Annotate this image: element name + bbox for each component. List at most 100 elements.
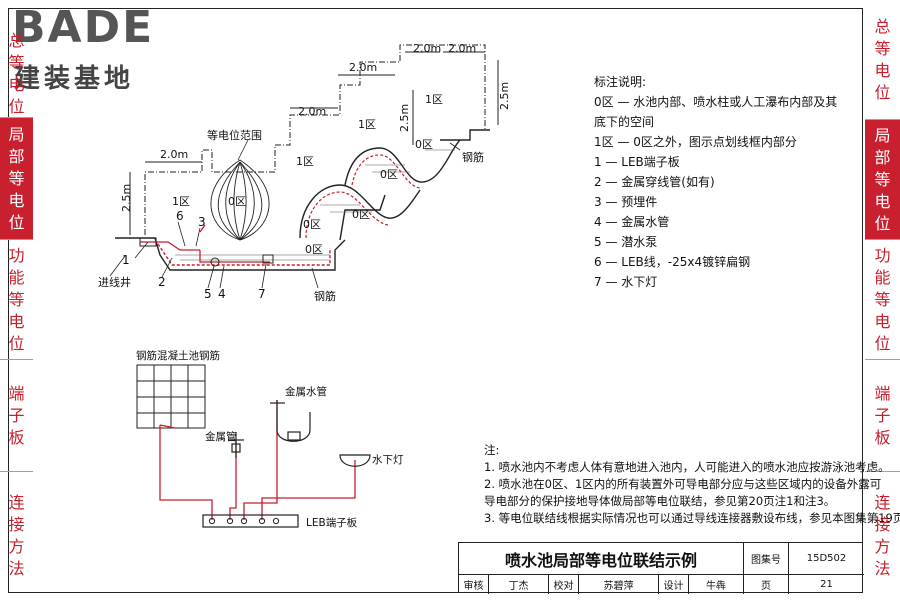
legend-line: 5 — 潜水泵	[594, 235, 658, 249]
zone1-label-d: 1区	[425, 93, 443, 106]
title-block: 喷水池局部等电位联结示例 图集号 15D502 审核 丁杰 校对 苏碧萍 设计 …	[458, 542, 864, 594]
zone0-label-e: 0区	[352, 208, 370, 221]
zone0-label-f: 0区	[305, 243, 323, 256]
dim-h3: 2.5m	[498, 82, 511, 110]
leb-terminal-board	[202, 514, 299, 528]
zone1-label-a: 1区	[172, 195, 190, 208]
right-tab-connection-label: 连接方法	[874, 493, 891, 578]
leb-board-icon	[139, 237, 157, 247]
right-tab-strip: 总等电位 局部等电位 功能等电位 端子板 连接方法	[865, 0, 900, 600]
legend-line: 1 — LEB端子板	[594, 155, 680, 169]
legend: 标注说明: 0区 — 水池内部、喷水柱或人工瀑布内部及其 底下的空间 1区 — …	[594, 72, 837, 292]
page-label: 页	[744, 575, 789, 594]
equip-range-label: 等电位范围	[207, 128, 262, 142]
right-tab-functional-label: 功能等电位	[874, 245, 891, 353]
zone0-label-c: 0区	[415, 138, 433, 151]
right-tab-terminal-label: 端子板	[874, 383, 891, 447]
rebar-label-a: 钢筋	[462, 150, 484, 164]
callout-4: 4	[218, 287, 226, 301]
fountain-spray	[210, 159, 270, 241]
left-tab-terminal-label: 端子板	[8, 383, 25, 447]
page-number: 21	[820, 579, 833, 590]
metal-pipe-label: 金属管	[205, 430, 237, 443]
tb-check-name: 苏碧萍	[579, 575, 659, 594]
right-tab-total[interactable]: 总等电位	[865, 0, 900, 120]
callout-5: 5	[204, 287, 212, 301]
legend-line: 底下的空间	[594, 115, 655, 129]
right-tab-functional[interactable]: 功能等电位	[865, 240, 900, 360]
drawing-frame	[8, 8, 863, 593]
drawing-title: 喷水池局部等电位联结示例	[459, 543, 744, 575]
logo-subtitle: 建装基地	[14, 64, 135, 94]
inlet-well-label: 进线井	[98, 275, 131, 289]
note-line: 导电部分的保护接地导体做局部等电位联结，参见第20页注1和注3。	[484, 494, 836, 508]
tb-design-name: 牛犇	[689, 575, 744, 594]
right-tab-connection[interactable]: 连接方法	[865, 472, 900, 600]
cascade-top	[440, 129, 490, 141]
callout-7: 7	[258, 287, 266, 301]
note-line: 3. 等电位联结线根据实际情况也可以通过导线连接器敷设布线，参见本图集第19页。	[484, 511, 900, 525]
zone-labels: 1区 0区 1区 1区 1区 0区 0区 0区 0区 0区 等电位范围 钢筋 钢…	[98, 93, 484, 303]
tb-review-label: 审核	[459, 575, 489, 594]
dim-h2: 2.5m	[398, 104, 411, 132]
left-tab-strip: 总等电位 局部等电位 功能等电位 端子板 连接方法	[0, 0, 33, 600]
water-hatching	[175, 149, 455, 261]
dimension-labels: 2.0m 2.0m 2.0m 2.0m 2.0m 2.5m 2.5m 2.5m	[120, 42, 511, 212]
leb-board-label: LEB端子板	[306, 516, 358, 529]
pump-icon	[210, 257, 220, 267]
zone1-label-b: 1区	[296, 155, 314, 168]
atlas-label: 图集号	[744, 543, 789, 575]
zone1-label-c: 1区	[358, 118, 376, 131]
legend-line: 7 — 水下灯	[594, 275, 658, 289]
pool-edge	[339, 194, 386, 241]
notes-title: 注:	[484, 443, 500, 457]
callout-numbers: 1 2 3 4 5 6 7	[122, 209, 266, 301]
zone0-label-d: 0区	[303, 218, 321, 231]
legend-line: 2 — 金属穿线管(如有)	[594, 175, 715, 189]
dim-step1: 2.0m	[349, 61, 377, 74]
right-tab-local[interactable]: 局部等电位	[865, 120, 900, 240]
left-tab-total[interactable]: 总等电位	[0, 0, 33, 118]
dim-step2: 2.0m	[413, 42, 441, 55]
left-tab-connection[interactable]: 连接方法	[0, 472, 33, 600]
right-tab-local-label: 局部等电位	[874, 125, 891, 233]
atlas-number: 15D502	[789, 543, 864, 575]
metal-water-pipe-label: 金属水管	[285, 385, 327, 398]
dim-step0: 2.0m	[298, 105, 326, 118]
zone0-label-a: 0区	[228, 195, 246, 208]
metal-pipe-icon	[228, 432, 244, 458]
left-tab-functional[interactable]: 功能等电位	[0, 240, 33, 360]
schematic-labels: 钢筋混凝土池钢筋 金属水管 金属管 水下灯 LEB端子板	[136, 349, 404, 529]
zone0-label-b: 0区	[380, 168, 398, 181]
left-tab-terminal[interactable]: 端子板	[0, 360, 33, 472]
leb-wire	[140, 224, 270, 263]
legend-title: 标注说明:	[594, 75, 647, 89]
cascade-lower	[299, 184, 421, 239]
cascade-mid	[344, 139, 461, 186]
rebar-grid	[136, 364, 206, 429]
logo-word: BADE	[12, 2, 155, 53]
right-tab-terminal[interactable]: 端子板	[865, 360, 900, 472]
cascade-lower-rebar	[305, 191, 389, 239]
callout-1: 1	[122, 253, 130, 267]
pool-basin-rebar	[157, 243, 331, 266]
tb-review-name: 丁杰	[489, 575, 549, 594]
left-tab-local[interactable]: 局部等电位	[0, 118, 33, 240]
metal-water-pipe	[270, 400, 311, 442]
zone1-outline	[144, 44, 486, 235]
left-tab-total-label: 总等电位	[8, 30, 25, 116]
underwater-light-label: 水下灯	[372, 454, 404, 466]
right-tab-total-label: 总等电位	[874, 16, 891, 102]
dim-step3: 2.0m	[448, 42, 476, 55]
callout-6: 6	[176, 209, 184, 223]
note-line: 2. 喷水池在0区、1区内的所有装置外可导电部分应与这些区域内的设备外露可	[484, 477, 882, 491]
legend-line: 3 — 预埋件	[594, 195, 658, 209]
callout-leaders	[109, 139, 461, 289]
rebar-concrete-label: 钢筋混凝土池钢筋	[136, 349, 220, 362]
left-tab-local-label: 局部等电位	[8, 124, 25, 232]
bonding-conductors	[159, 400, 356, 520]
cascade-mid-rebar	[351, 154, 421, 189]
dim-bowl1: 2.0m	[160, 148, 188, 161]
